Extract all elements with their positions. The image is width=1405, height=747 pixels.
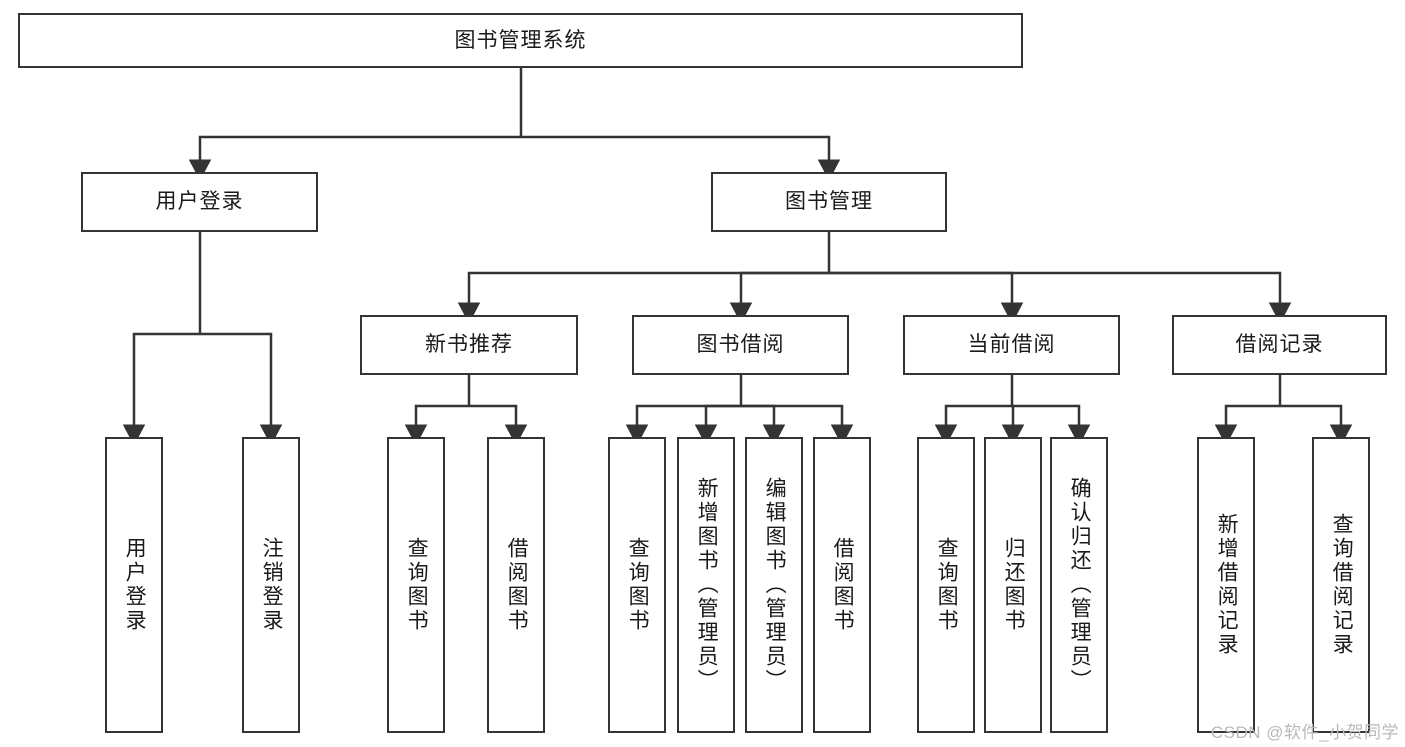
node-qrec[interactable]: 查询借阅记录 <box>1312 437 1370 733</box>
edge-records-to-qrec <box>1280 404 1353 446</box>
node-label: 当前借阅 <box>967 333 1056 357</box>
edge-bookmgmt-to-records <box>829 271 1292 324</box>
edge-bookmgmt-to-newrec <box>457 271 829 324</box>
node-editbook[interactable]: 编辑图书（管理员） <box>745 437 803 733</box>
node-label: 新增图书（管理员） <box>695 477 719 693</box>
node-logout[interactable]: 注销登录 <box>242 437 300 733</box>
node-label: 归还图书 <box>1002 537 1026 633</box>
node-label: 借阅记录 <box>1235 333 1324 357</box>
node-label: 查询图书 <box>626 537 650 633</box>
node-label: 查询图书 <box>935 537 959 633</box>
edge-bookmgmt-to-current <box>829 271 1024 324</box>
node-label: 借阅图书 <box>831 537 855 633</box>
node-newrec[interactable]: 新书推荐 <box>360 315 578 375</box>
node-label: 用户登录 <box>155 190 244 214</box>
edge-bookmgmt-to-borrow <box>729 271 829 324</box>
node-bookmgmt[interactable]: 图书管理 <box>711 172 947 232</box>
node-q3[interactable]: 查询图书 <box>917 437 975 733</box>
node-b2[interactable]: 借阅图书 <box>813 437 871 733</box>
edge-login-to-logout <box>200 332 283 446</box>
node-label: 图书管理系统 <box>454 28 587 52</box>
node-login[interactable]: 用户登录 <box>81 172 318 232</box>
node-label: 新书推荐 <box>425 333 513 357</box>
edge-borrow-to-q2 <box>625 404 741 446</box>
node-records[interactable]: 借阅记录 <box>1172 315 1387 375</box>
edge-root-to-login <box>188 135 521 181</box>
edge-current-to-q3 <box>934 404 1012 446</box>
node-userlogin[interactable]: 用户登录 <box>105 437 163 733</box>
node-label: 借阅图书 <box>505 537 529 633</box>
edge-newrec-to-b1 <box>469 404 528 446</box>
node-label: 新增借阅记录 <box>1215 513 1239 657</box>
node-addbook[interactable]: 新增图书（管理员） <box>677 437 735 733</box>
csdn-watermark: CSDN @软件_小贺同学 <box>1210 723 1399 742</box>
node-confirm[interactable]: 确认归还（管理员） <box>1050 437 1108 733</box>
node-label: 查询借阅记录 <box>1330 513 1354 657</box>
node-current[interactable]: 当前借阅 <box>903 315 1120 375</box>
edge-root-to-bookmgmt <box>521 135 841 181</box>
edge-borrow-to-editbook <box>741 404 786 446</box>
node-label: 查询图书 <box>405 537 429 633</box>
node-addrec[interactable]: 新增借阅记录 <box>1197 437 1255 733</box>
node-label: 图书借阅 <box>696 333 785 357</box>
edge-borrow-to-b2 <box>741 404 854 446</box>
node-q2[interactable]: 查询图书 <box>608 437 666 733</box>
edge-current-to-confirm <box>1012 404 1091 446</box>
node-label: 注销登录 <box>260 537 284 633</box>
node-borrow[interactable]: 图书借阅 <box>632 315 849 375</box>
edge-newrec-to-q1 <box>404 404 469 446</box>
node-b1[interactable]: 借阅图书 <box>487 437 545 733</box>
node-label: 图书管理 <box>785 190 873 214</box>
node-label: 用户登录 <box>123 537 147 633</box>
edge-borrow-to-addbook <box>694 404 741 446</box>
edge-current-to-return <box>1001 404 1025 446</box>
edge-records-to-addrec <box>1214 404 1280 446</box>
node-return[interactable]: 归还图书 <box>984 437 1042 733</box>
edge-login-to-userlogin <box>122 332 200 446</box>
node-root[interactable]: 图书管理系统 <box>18 13 1023 68</box>
node-label: 编辑图书（管理员） <box>763 477 787 693</box>
node-label: 确认归还（管理员） <box>1068 477 1092 693</box>
node-q1[interactable]: 查询图书 <box>387 437 445 733</box>
